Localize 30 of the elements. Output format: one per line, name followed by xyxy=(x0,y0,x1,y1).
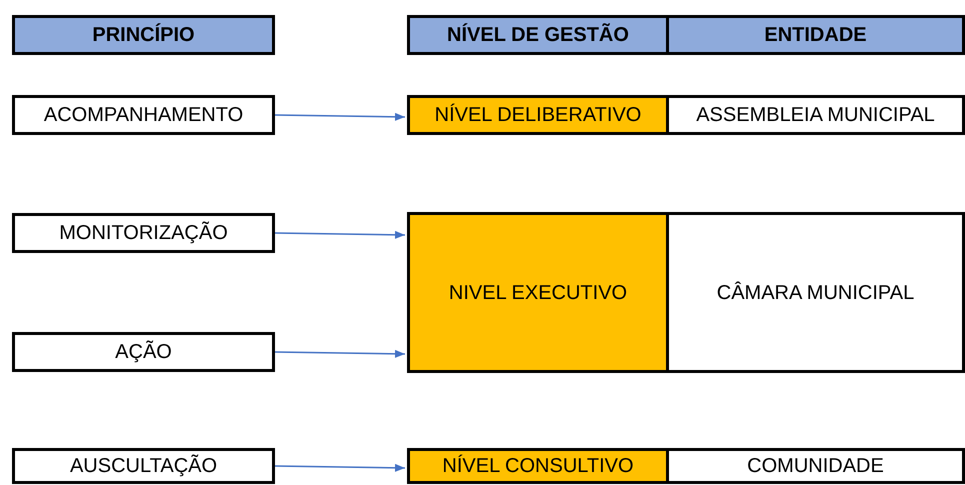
principle-box xyxy=(12,448,275,484)
box-label: ASSEMBLEIA MUNICIPAL xyxy=(696,104,935,126)
box-label: AÇÃO xyxy=(115,341,172,363)
box-label: NÍVEL CONSULTIVO xyxy=(442,455,634,477)
box-label: NÍVEL DELIBERATIVO xyxy=(434,104,642,126)
box-label: MONITORIZAÇÃO xyxy=(59,222,228,244)
arrow xyxy=(274,464,406,472)
level-box xyxy=(407,95,669,135)
box-label: NÍVEL DE GESTÃO xyxy=(447,24,629,46)
level-box xyxy=(407,448,669,484)
entity-box xyxy=(666,95,965,135)
principle-box xyxy=(12,332,275,372)
level-box xyxy=(407,212,669,373)
box-label: CÂMARA MUNICIPAL xyxy=(716,282,914,304)
column-header xyxy=(666,15,965,55)
principle-box xyxy=(12,213,275,253)
principle-box xyxy=(12,95,275,135)
column-header xyxy=(12,15,275,55)
arrow xyxy=(274,230,406,239)
entity-box xyxy=(666,212,965,373)
box-label: COMUNIDADE xyxy=(747,455,884,477)
box-label: NIVEL EXECUTIVO xyxy=(448,282,628,304)
entity-box xyxy=(666,448,965,484)
box-label: ACOMPANHAMENTO xyxy=(44,104,244,126)
arrow xyxy=(274,112,406,121)
box-label: ENTIDADE xyxy=(764,24,867,46)
column-header xyxy=(407,15,669,55)
box-label: PRINCÍPIO xyxy=(92,24,195,46)
box-label: AUSCULTAÇÃO xyxy=(70,455,218,477)
arrow xyxy=(274,350,406,358)
